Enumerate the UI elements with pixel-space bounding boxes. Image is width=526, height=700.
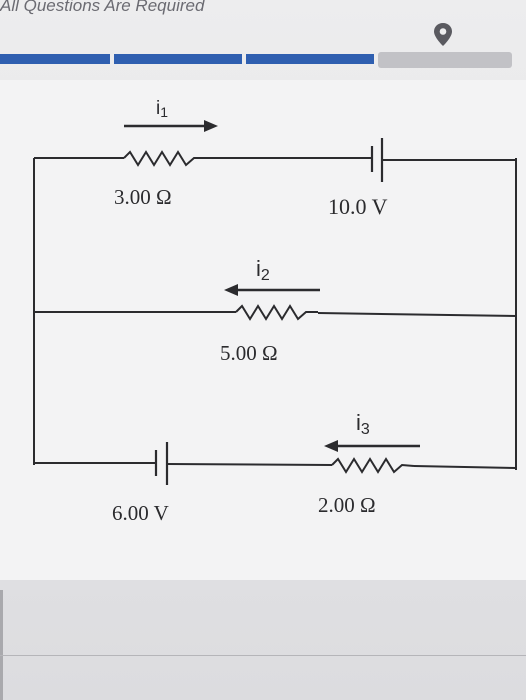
page-header: All Questions Are Required: [0, 0, 205, 15]
wire-bottom: [413, 465, 517, 469]
current-1-arrowhead: [204, 120, 218, 132]
resistor-middle-zigzag: [235, 304, 318, 321]
current-1-subscript: 1: [160, 104, 168, 120]
progress-segment: [114, 54, 242, 64]
progress-segment: [246, 54, 374, 64]
edge-shadow: [0, 590, 3, 700]
resistor-bottom-zigzag: [331, 457, 415, 474]
current-3-symbol: i: [356, 410, 361, 435]
progress-segment-current: [378, 52, 512, 68]
resistor-top-value: 3.00 Ω: [114, 185, 172, 209]
question-image-panel: i1 i2 i3 3.00 Ω 10.0 V 5.00 Ω 6.00 V 2.0…: [0, 80, 526, 580]
current-3-arrowhead: [324, 440, 338, 452]
current-2-label: i2: [256, 256, 270, 284]
circuit-diagram: i1 i2 i3 3.00 Ω 10.0 V 5.00 Ω 6.00 V 2.0…: [33, 98, 517, 525]
current-2-symbol: i: [256, 256, 261, 281]
wire-middle: [317, 312, 517, 317]
battery-top-value: 10.0 V: [328, 194, 388, 219]
current-1-label: i1: [156, 98, 168, 120]
resistor-bottom-value: 2.00 Ω: [318, 493, 376, 517]
resistor-middle-value: 5.00 Ω: [220, 341, 278, 365]
current-3-subscript: 3: [361, 421, 370, 438]
progress-segment: [0, 54, 110, 64]
current-2-arrowhead: [224, 284, 238, 296]
battery-bottom-value: 6.00 V: [112, 501, 169, 525]
current-1-symbol: i: [156, 98, 160, 119]
current-2-subscript: 2: [261, 267, 270, 284]
divider: [0, 655, 526, 656]
location-pin-icon[interactable]: [432, 22, 454, 48]
current-3-label: i3: [356, 410, 370, 438]
wire-bottom: [166, 463, 333, 466]
progress-bar: [0, 52, 526, 72]
resistor-top-zigzag: [123, 150, 206, 167]
